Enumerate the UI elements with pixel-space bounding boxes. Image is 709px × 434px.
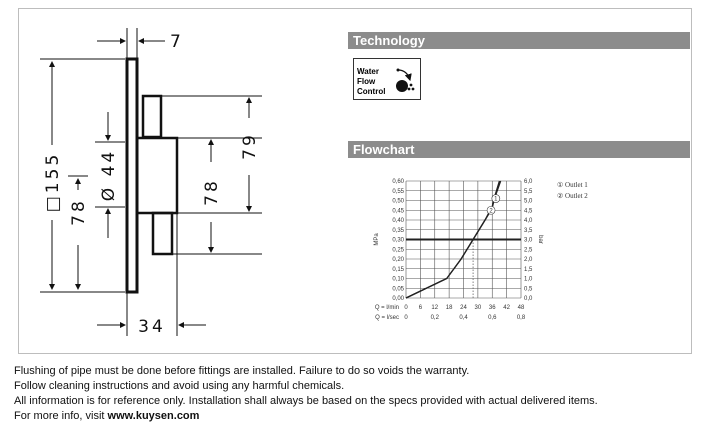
y-right-tick: 2,5 (524, 247, 533, 253)
dim-78-left: 78 (69, 198, 89, 226)
x-lmin-tick: 36 (489, 305, 496, 311)
dimension-lines (40, 28, 262, 336)
series-marker (491, 194, 501, 203)
notes: Flushing of pipe must be done before fit… (14, 364, 598, 424)
y-left-tick: 0,10 (392, 277, 404, 283)
legend-item: ① Outlet 1 (557, 181, 588, 189)
y-right-tick: 1,0 (524, 277, 533, 283)
badge-line: Flow (357, 77, 376, 86)
water-drop-icon (396, 68, 415, 92)
y-right-tick: 3,5 (524, 228, 533, 234)
spec-frame (18, 8, 692, 354)
note-line: Flushing of pipe must be done before fit… (14, 365, 470, 377)
y-left-tick: 0,50 (392, 199, 404, 205)
x-lmin-tick: 24 (460, 305, 467, 311)
y-left-tick: 0,55 (392, 189, 404, 195)
y-left-tick: 0,30 (392, 238, 404, 244)
y-left-tick: 0,15 (392, 267, 404, 273)
x-lmin-tick: 30 (475, 305, 482, 311)
dim-diameter-44: Ø 44 (99, 149, 119, 201)
note-line: All information is for reference only. I… (14, 395, 598, 407)
y-right-tick: 5,0 (524, 199, 533, 205)
y-right-label: bar (537, 235, 543, 244)
dim-155: □155 (43, 152, 63, 213)
note-line: For more info, visit www.kuysen.com (14, 409, 598, 424)
note-prefix: For more info, visit (14, 410, 108, 422)
y-left-tick: 0,05 (392, 286, 404, 292)
x-lsec-tick: 0,8 (517, 315, 526, 321)
y-left-tick: 0,35 (392, 228, 404, 234)
y-left-tick: 0,40 (392, 218, 404, 224)
y-left-tick: 0,60 (392, 179, 404, 185)
dim-34: 34 (138, 317, 166, 337)
y-right-tick: 6,0 (524, 179, 533, 185)
badge-line: Water (357, 67, 379, 76)
product-outline (125, 57, 179, 294)
x-lsec-tick: 0,4 (459, 315, 468, 321)
y-left-label: MPa (374, 233, 380, 246)
y-left-tick: 0,00 (392, 296, 404, 302)
y-left-tick: 0,45 (392, 208, 404, 214)
y-left-tick: 0,20 (392, 257, 404, 263)
x-lsec-tick: 0 (404, 315, 408, 321)
website-link[interactable]: www.kuysen.com (107, 410, 200, 422)
series-marker-label: 1 (494, 197, 498, 203)
x-lsec-tick: 0,2 (431, 315, 440, 321)
x-lmin-label: Q = l/min (375, 305, 399, 311)
y-right-tick: 3,0 (524, 238, 533, 244)
x-lmin-tick: 48 (518, 305, 525, 311)
x-lmin-tick: 42 (503, 305, 510, 311)
y-right-tick: 0,0 (524, 296, 533, 302)
x-lmin-tick: 0 (404, 305, 408, 311)
dim-79: 79 (240, 132, 260, 160)
x-lmin-tick: 18 (446, 305, 453, 311)
x-lmin-tick: 6 (419, 305, 423, 311)
x-lmin-tick: 12 (431, 305, 438, 311)
legend-item: ② Outlet 2 (557, 192, 588, 200)
y-right-tick: 5,5 (524, 189, 533, 195)
note-line: Follow cleaning instructions and avoid u… (14, 380, 345, 392)
y-right-tick: 4,0 (524, 218, 533, 224)
series-marker-label: 2 (489, 208, 493, 214)
y-right-tick: 4,5 (524, 208, 533, 214)
y-right-tick: 1,5 (524, 267, 533, 273)
series-marker (486, 205, 496, 215)
y-right-tick: 2,0 (524, 257, 533, 263)
dim-78-right: 78 (202, 178, 222, 206)
dim-7: 7 (170, 32, 181, 52)
water-flow-control-badge: Water Flow Control (353, 58, 421, 100)
badge-line: Control (357, 87, 386, 96)
y-left-tick: 0,25 (392, 247, 404, 253)
flowchart-header: Flowchart (348, 141, 690, 158)
x-lsec-tick: 0,6 (488, 315, 497, 321)
x-lsec-label: Q = l/sec (375, 315, 399, 321)
technology-header: Technology (348, 32, 690, 49)
y-right-tick: 0,5 (524, 286, 533, 292)
